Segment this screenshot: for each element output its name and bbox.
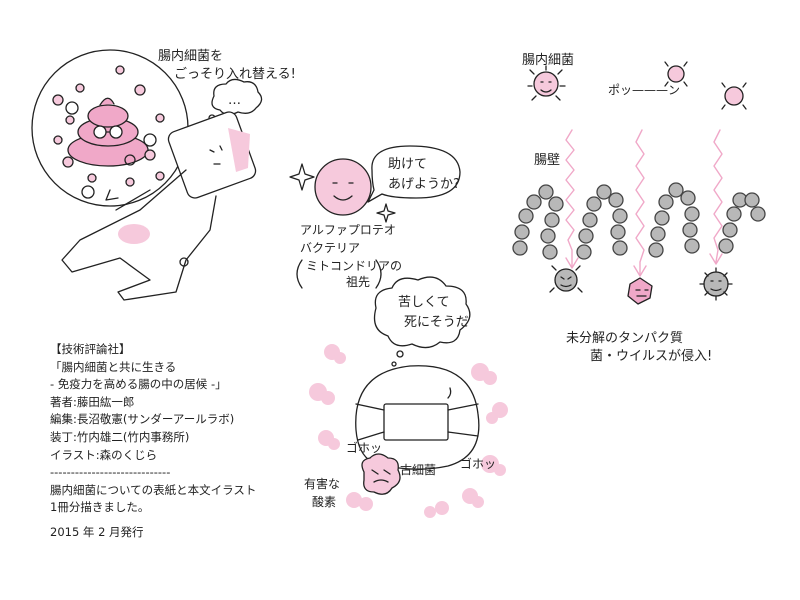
toxic-line1: 有害な [304, 476, 340, 491]
invasion-line1: 未分解のタンパク質 [566, 331, 683, 346]
bacteria-top [533, 65, 744, 106]
face-mask [383, 403, 449, 441]
old-bacteria-label: 古細菌 [400, 462, 436, 477]
cover-design: 装丁:竹内雄二(竹内事務所) [50, 429, 190, 444]
speech-bubble [367, 145, 461, 203]
left-illustration: 腸内細菌を ごっそり入れ替える! … [31, 48, 296, 301]
speech-line1: 助けて [388, 157, 427, 172]
speech-line2: あげようか? [388, 177, 460, 192]
book-title-line2: - 免疫力を高める腸の中の居候 -」 [50, 377, 227, 392]
book-title-line1: 「腸内細菌と共に生きる [50, 359, 177, 374]
suffer-line1: 苦しくて [398, 294, 450, 310]
middle-illustration: 助けて あげようか? アルファプロテオ バクテリア ミトコンドリアの 祖先 苦し… [289, 145, 508, 518]
suffer-line2: 死にそうだ [404, 315, 469, 330]
sparkle-right [376, 203, 396, 223]
small-bacteria-cluster [52, 65, 165, 187]
cough-right: ゴホッ [460, 456, 496, 471]
cough-left: ゴホッ [346, 440, 382, 455]
invasion-arrows [565, 129, 723, 277]
left-caption-line2: ごっそり入れ替える! [174, 66, 296, 82]
name-line1: アルファプロテオ [300, 223, 396, 237]
toxic-line2: 酸素 [312, 494, 336, 509]
protein-invader [627, 277, 653, 305]
toxic-oxygen [361, 453, 401, 495]
thought-bubble [211, 78, 263, 116]
suffer-bubble [373, 276, 471, 349]
lying-person [61, 111, 257, 301]
right-illustration: 腸内細菌 ポッ———ン 腸壁 [512, 52, 766, 364]
name-line2: バクテリア [300, 241, 360, 255]
gut-bacteria-label: 腸内細菌 [522, 52, 574, 68]
description-line1: 腸内細菌についての表紙と本文イラスト [50, 482, 257, 497]
invader-bacteria-left [554, 268, 578, 292]
illustrator: イラスト:森のくじら [50, 447, 158, 462]
book-info: 【技術評論社】 「腸内細菌と共に生きる - 免疫力を高める腸の中の居候 -」 著… [50, 341, 290, 517]
pop-label: ポッ———ン [608, 83, 680, 97]
left-caption-line1: 腸内細菌を [158, 48, 223, 64]
description-line2: 1冊分描きました。 [50, 500, 150, 515]
note-line1: ミトコンドリアの [306, 259, 402, 273]
publisher: 【技術評論社】 [50, 342, 131, 356]
publication-date: 2015 年 2 月発行 [50, 525, 144, 539]
oxygen-puffs [309, 344, 508, 518]
gut-wall [512, 182, 766, 260]
author: 著者:藤田紘一郎 [50, 394, 135, 409]
alpha-proteobacteria [314, 158, 372, 216]
sparkle-left [289, 163, 315, 191]
small-faces [65, 101, 157, 199]
note-line2: 祖先 [346, 274, 370, 289]
thought-dots: … [228, 93, 241, 108]
invasion-line2: 菌・ウイルスが侵入! [590, 348, 712, 364]
divider: ----------------------------- [50, 465, 171, 480]
gut-wall-label: 腸壁 [534, 153, 560, 168]
editor: 編集:長沼敬憲(サンダーアールラボ) [50, 412, 235, 427]
